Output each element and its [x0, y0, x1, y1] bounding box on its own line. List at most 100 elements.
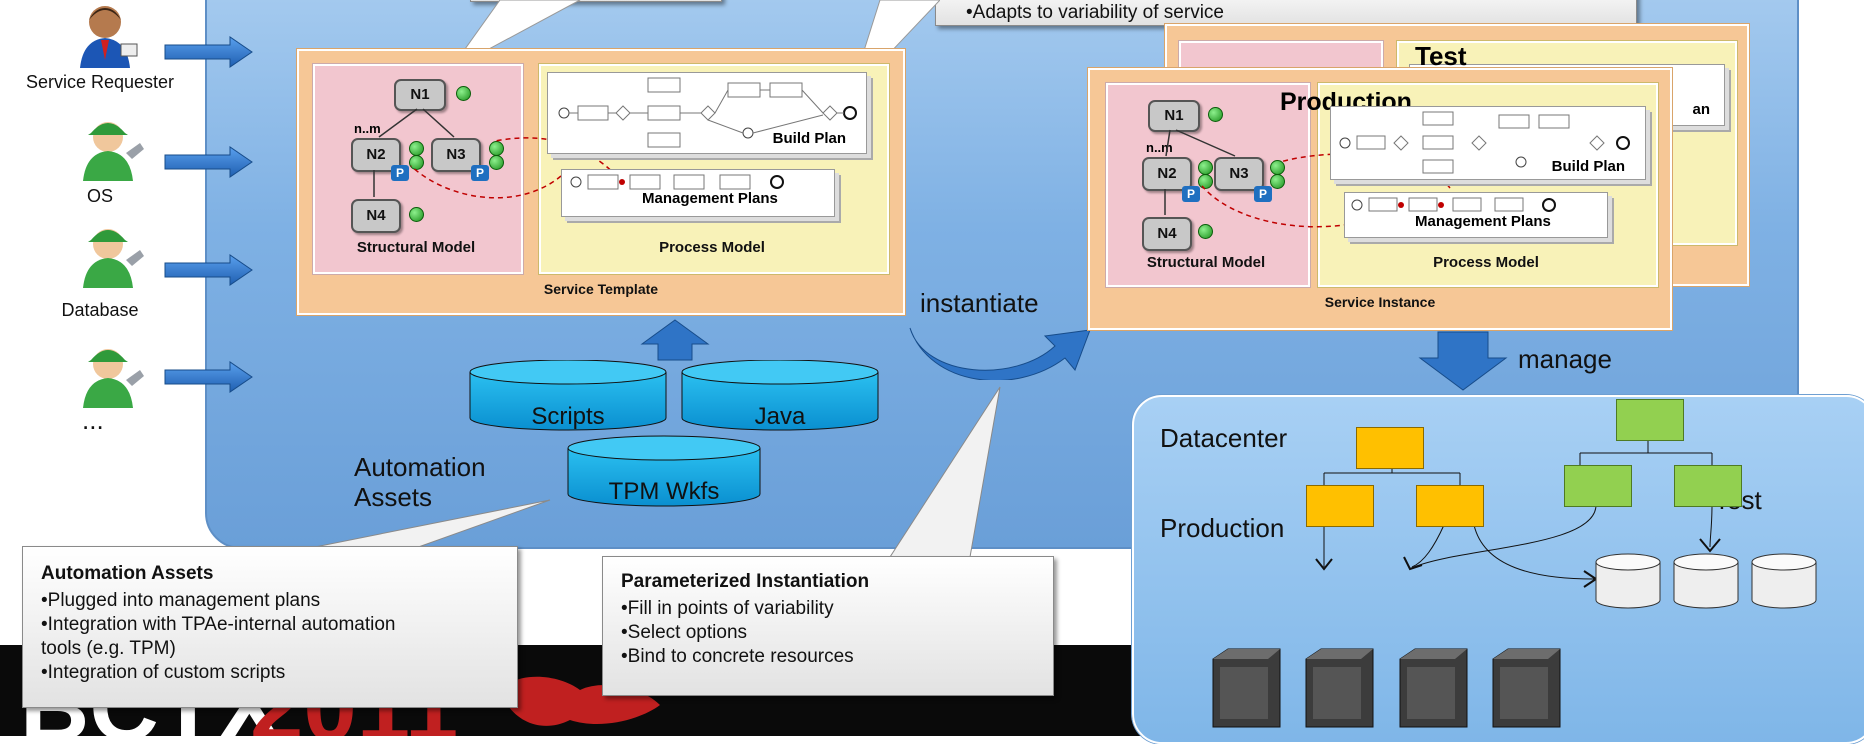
instantiation-callout-title: Parameterized Instantiation	[621, 571, 870, 592]
actor-label-more: ...	[82, 405, 104, 435]
instance-build-plan: Build Plan	[1330, 106, 1646, 180]
datacenter-servers	[1212, 648, 1561, 728]
template-node-n1-port	[456, 86, 471, 101]
template-management-plans: Management Plans	[561, 169, 835, 217]
instance-node-n1-port	[1208, 107, 1223, 122]
database-admin-icon	[83, 229, 144, 288]
template-structural-label: Structural Model	[356, 239, 476, 256]
server-1	[1212, 648, 1281, 728]
actor-label-os: OS	[86, 186, 113, 206]
template-build-plan: Build Plan	[547, 72, 867, 154]
instance-node-n3-port-b	[1270, 174, 1285, 189]
actor-label-service-requester: Service Requester	[25, 72, 175, 92]
cylinder-tpm-wkfs	[567, 435, 761, 507]
server-4	[1492, 648, 1561, 728]
management-plans-diagram	[570, 174, 784, 190]
template-node-n4-port	[409, 207, 424, 222]
instance-node-n2: N2	[1142, 157, 1192, 191]
template-management-plans-label: Management Plans	[642, 190, 778, 207]
service-template: Structural Model Process Model Service T…	[297, 49, 905, 315]
instantiation-line-1: •Fill in points of variability	[621, 598, 834, 619]
template-node-n2-policy: P	[391, 165, 409, 181]
manage-label: manage	[1518, 344, 1612, 374]
actor-label-database: Database	[61, 300, 139, 320]
storage-cylinder-2	[1673, 553, 1739, 609]
cylinder-scripts	[469, 360, 667, 431]
automation-assets-callout-list: •Plugged into management plans •Integrat…	[41, 589, 395, 685]
instance-management-plans: Management Plans	[1344, 192, 1608, 238]
template-multiplicity: n..m	[354, 121, 381, 136]
automation-assets-callout-title: Automation Assets	[41, 563, 214, 584]
instance-edges	[1164, 129, 1451, 228]
datacenter-storage	[1595, 553, 1817, 609]
automation-assets-line-4: •Integration of custom scripts	[41, 662, 286, 683]
instantiation-line-2: •Select options	[621, 622, 748, 643]
instance-label: Service Instance	[1324, 294, 1436, 310]
automation-assets-line-3: tools (e.g. TPM)	[41, 638, 176, 659]
template-node-n4: N4	[351, 199, 401, 233]
template-node-n3-port-b	[489, 155, 504, 170]
storage-cylinder-1	[1595, 553, 1661, 609]
automation-assets-label: Automation Assets	[354, 452, 486, 512]
instantiation-callout: Parameterized Instantiation •Fill in poi…	[602, 556, 1054, 696]
test-right-box	[1674, 465, 1742, 507]
variability-callout: •Adapts to variability of service	[935, 0, 1637, 26]
instance-node-n1: N1	[1148, 100, 1200, 132]
assets-up-arrow	[640, 319, 710, 361]
datacenter-title: Datacenter	[1160, 423, 1288, 453]
production-left-box	[1306, 485, 1374, 527]
actor-arrows	[164, 36, 253, 393]
automation-assets-line-1: •Plugged into management plans	[41, 590, 321, 611]
instantiate-label: instantiate	[920, 288, 1039, 318]
instance-node-n2-policy: P	[1182, 186, 1200, 202]
instantiation-line-3: •Bind to concrete resources	[621, 646, 854, 667]
instance-back-title: Test	[1415, 41, 1467, 71]
service-instance: Structural Model Process Model Service I…	[1088, 68, 1672, 330]
instantiate-arrow	[909, 327, 1091, 380]
instance-node-n3-policy: P	[1254, 186, 1272, 202]
cylinder-java-label: Java	[754, 403, 806, 430]
automation-assets-callout: Automation Assets •Plugged into manageme…	[22, 546, 518, 708]
instance-node-n3: N3	[1214, 157, 1264, 191]
service-requester-icon	[80, 6, 138, 68]
actors-column: Service Requester OS Database ...	[0, 0, 260, 440]
os-admin-icon	[83, 122, 144, 181]
instance-build-plan-label: Build Plan	[1551, 158, 1625, 175]
instance-node-n2-port-b	[1198, 174, 1213, 189]
template-build-plan-label: Build Plan	[772, 130, 846, 147]
generic-admin-icon	[83, 349, 144, 408]
template-node-n2-port-b	[409, 155, 424, 170]
instance-node-n4: N4	[1142, 217, 1192, 251]
build-plan-diagram	[558, 77, 857, 148]
production-right-box	[1416, 485, 1484, 527]
production-root-box	[1356, 427, 1424, 469]
datacenter-panel: Datacenter Production Test	[1132, 395, 1864, 744]
template-edges	[373, 108, 618, 199]
instantiation-callout-list: •Fill in points of variability •Select o…	[621, 597, 854, 669]
instantiation-callout-pointer	[889, 386, 1001, 558]
instance-node-n4-port	[1198, 224, 1213, 239]
template-process-label: Process Model	[659, 239, 765, 256]
server-2	[1305, 648, 1374, 728]
instance-build-plan-diagram	[1339, 111, 1630, 174]
instance-management-plans-label: Management Plans	[1415, 213, 1551, 230]
template-node-n2: N2	[351, 138, 401, 172]
template-node-n3-policy: P	[471, 165, 489, 181]
instance-back-fragment: an	[1692, 101, 1710, 118]
instance-management-plans-diagram	[1351, 197, 1556, 212]
storage-cylinder-3	[1751, 553, 1817, 609]
datacenter-production-label: Production	[1160, 513, 1285, 543]
instance-process-label: Process Model	[1433, 254, 1539, 271]
asset-cylinders	[469, 360, 879, 507]
server-3	[1399, 648, 1468, 728]
template-node-n1: N1	[394, 79, 446, 111]
template-callout-cutoff	[470, 0, 722, 2]
cylinder-scripts-label: Scripts	[531, 403, 605, 430]
cylinder-tpm-label: TPM Wkfs	[608, 478, 720, 505]
cylinder-java	[681, 360, 879, 431]
template-label: Service Template	[543, 281, 659, 297]
automation-assets-line-2: •Integration with TPAe-internal automati…	[41, 614, 396, 635]
instance-structural-label: Structural Model	[1146, 254, 1266, 271]
variability-callout-text: •Adapts to variability of service	[966, 2, 1224, 23]
test-left-box	[1564, 465, 1632, 507]
